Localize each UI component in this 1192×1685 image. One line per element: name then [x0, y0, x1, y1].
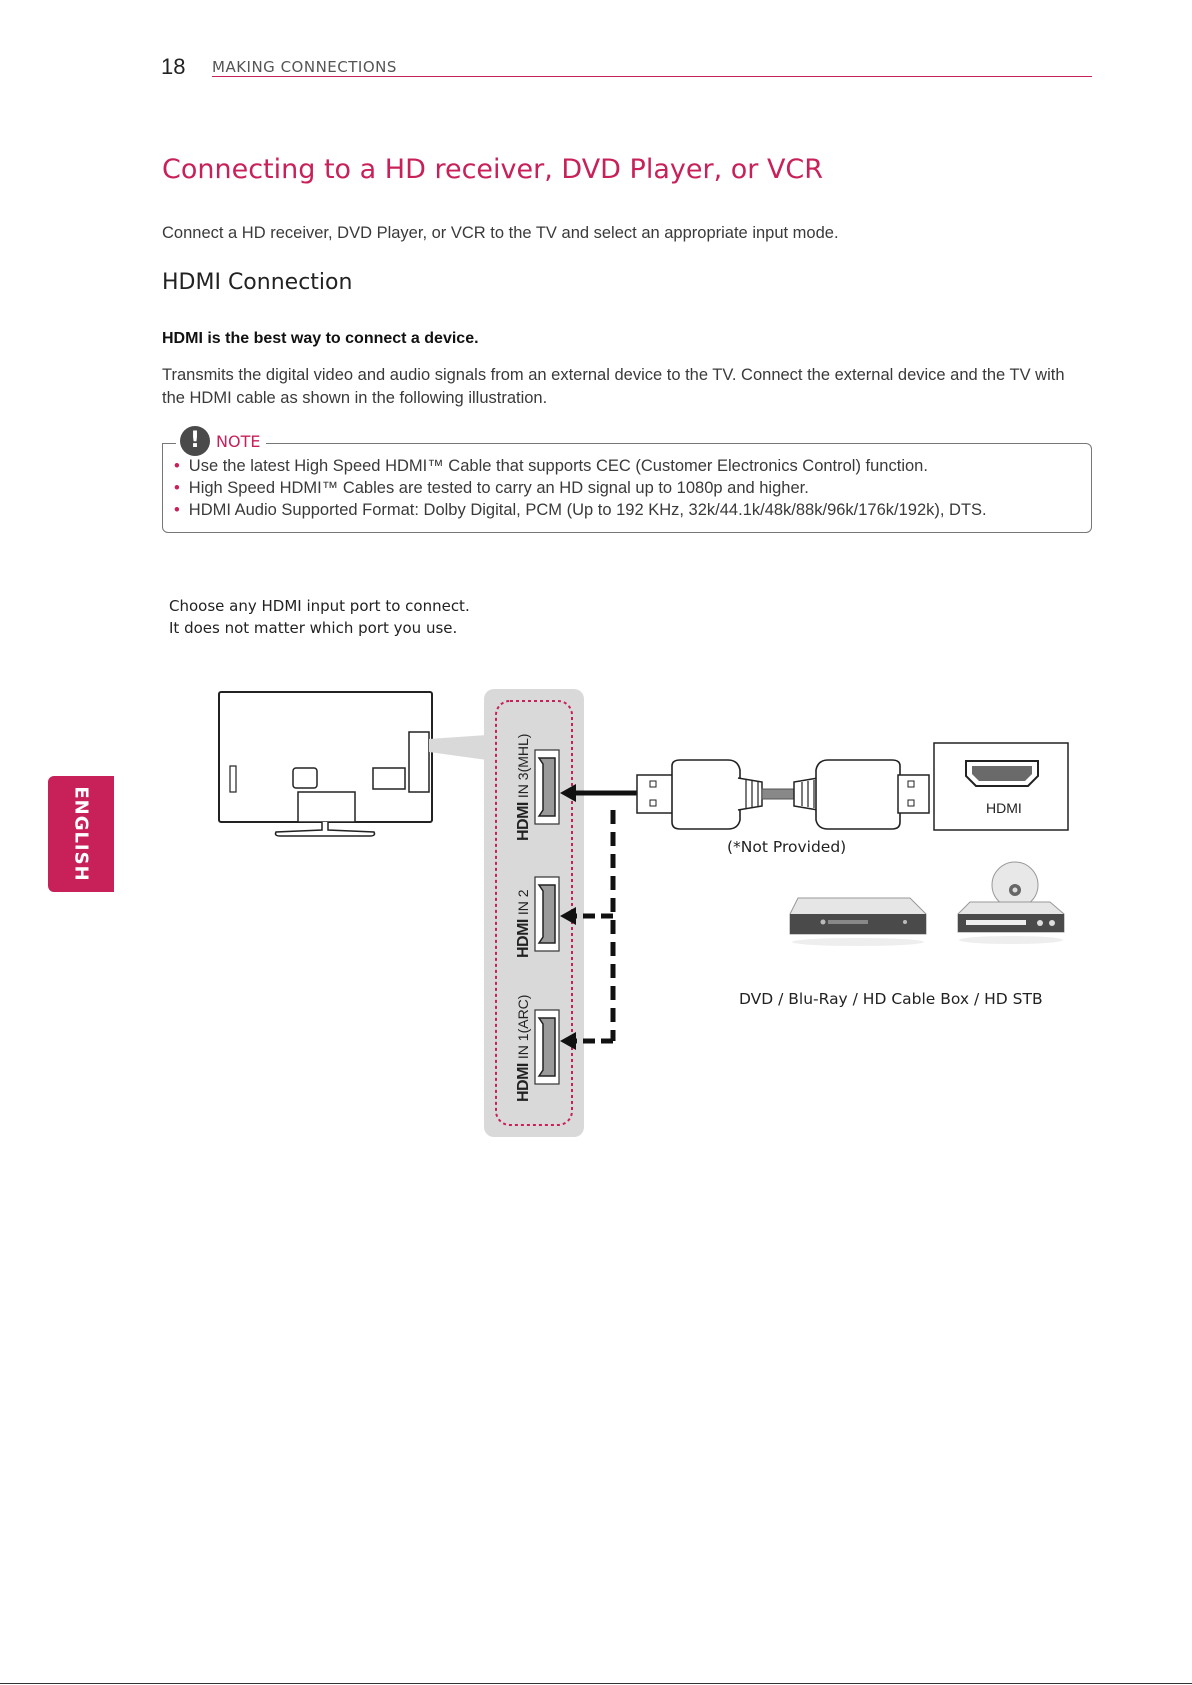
note-box: [162, 443, 1092, 533]
bottom-rule: [0, 1683, 1192, 1684]
hdmi-logo: HDMI: [515, 1063, 532, 1102]
device-port-label: HDMI: [986, 800, 1022, 816]
hdmi-logo: HDMI: [515, 919, 532, 958]
diagram-caption-line2: It does not matter which port you use.: [169, 619, 458, 637]
port-label-in2: HDMIIN 2: [515, 889, 532, 958]
language-tab: ENGLISH: [48, 776, 114, 892]
header-rule: [212, 76, 1092, 77]
connection-arrows: [560, 784, 640, 1050]
cable-note: (*Not Provided): [727, 838, 847, 856]
exclamation-icon: !: [180, 426, 210, 456]
devices-label: DVD / Blu-Ray / HD Cable Box / HD STB: [739, 990, 1043, 1008]
intro-text: Connect a HD receiver, DVD Player, or VC…: [162, 224, 839, 242]
dvd-player-icon: [789, 897, 927, 946]
note-item: HDMI Audio Supported Format: Dolby Digit…: [174, 499, 987, 521]
port-label-in3: HDMIIN 3(MHL): [515, 733, 532, 841]
emphasis-line: HDMI is the best way to connect a device…: [162, 330, 479, 347]
blu-ray-player-icon: [957, 861, 1065, 944]
tv-back-illustration: [218, 691, 487, 837]
hdmi-cable: [636, 759, 930, 830]
port-label-in1: HDMIIN 1(ARC): [515, 994, 532, 1102]
diagram-caption-line1: Choose any HDMI input port to connect.: [169, 597, 470, 615]
hdmi-port-1: [537, 1017, 556, 1077]
note-header: ! NOTE: [176, 426, 267, 456]
hdmi-logo: HDMI: [515, 802, 532, 841]
note-label: NOTE: [216, 431, 261, 451]
note-item: Use the latest High Speed HDMI™ Cable th…: [174, 455, 987, 477]
description-paragraph: Transmits the digital video and audio si…: [162, 366, 1065, 407]
hdmi-port-2: [537, 884, 556, 944]
note-list: Use the latest High Speed HDMI™ Cable th…: [174, 455, 987, 521]
hdmi-port-3: [537, 757, 556, 817]
page-title: Connecting to a HD receiver, DVD Player,…: [162, 154, 824, 185]
hdmi-port-panel: [484, 689, 584, 1137]
page-number: 18: [161, 54, 186, 79]
section-header: MAKING CONNECTIONS: [212, 58, 397, 76]
device-hdmi-port: [933, 742, 1069, 831]
section-subheading: HDMI Connection: [162, 270, 353, 295]
note-item: High Speed HDMI™ Cables are tested to ca…: [174, 477, 987, 499]
